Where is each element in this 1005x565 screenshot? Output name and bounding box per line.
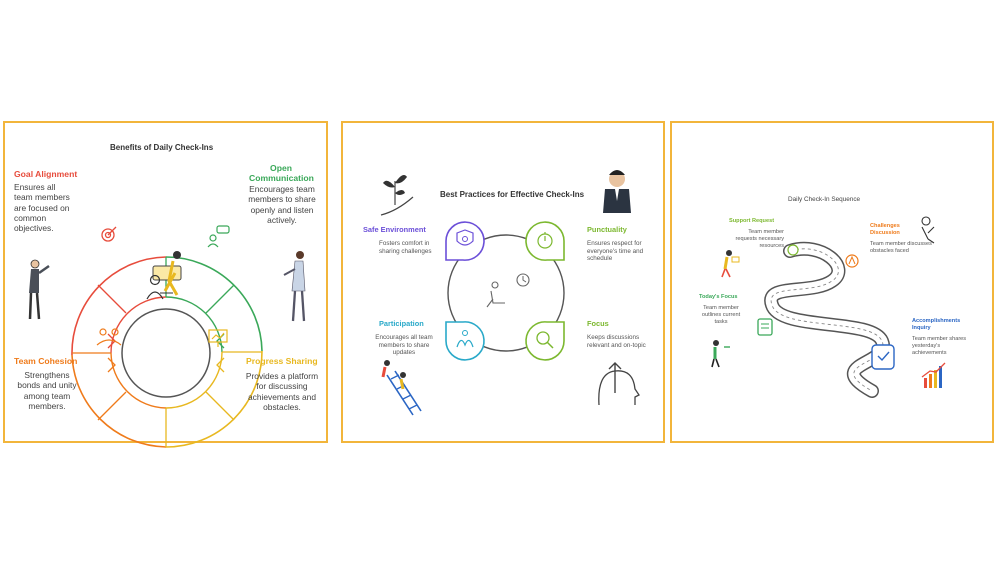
challenges-discussion-heading: Challenges Discussion (870, 223, 900, 236)
team-cohesion-text: Strengthens bonds and unity among team m… (17, 370, 77, 411)
support-request-text: Team member requests necessary resources (735, 229, 784, 249)
benefits-diagram (71, 256, 263, 448)
challenges-discussion-text: Team member discusses obstacles faced (870, 241, 932, 254)
team-meeting-illustration (146, 251, 182, 300)
businessman-left-illustration (28, 259, 50, 320)
goal-alignment-text: Ensures all team members are focused on … (14, 182, 70, 233)
progress-sharing-text: Provides a platform for discussing achie… (245, 371, 319, 412)
progress-sharing-heading: Progress Sharing (246, 356, 318, 366)
accomplishments-marker-icon (871, 344, 895, 370)
climbing-ladder-illustration (381, 360, 422, 416)
goal-alignment-heading: Goal Alignment (14, 169, 78, 179)
stopwatch-icon (537, 232, 553, 249)
team-cohesion-heading: Team Cohesion (14, 356, 78, 366)
handshake-icon (96, 328, 122, 346)
head-arrow-illustration (598, 362, 640, 406)
punctuality-heading: Punctuality (587, 225, 627, 234)
sequence-panel: Daily Check-In Sequence Support Request … (670, 121, 994, 443)
magnifier-icon (536, 331, 554, 349)
challenges-person-illustration (921, 216, 935, 244)
participation-text: Encourages all team members to share upd… (375, 334, 433, 357)
accomplishments-inquiry-heading: Accomplishments Inquiry (912, 318, 961, 331)
safe-environment-text: Fosters comfort in sharing challenges (379, 240, 432, 255)
open-communication-heading: Open Communication (249, 163, 314, 184)
best-practices-title: Best Practices for Effective Check-Ins (440, 190, 585, 199)
participation-heading: Participation (379, 319, 424, 328)
hands-icon (456, 330, 474, 348)
support-person-illustration (721, 250, 740, 278)
challenges-marker-icon (845, 254, 859, 268)
focus-heading: Focus (587, 319, 609, 328)
benefits-title: Benefits of Daily Check-Ins (110, 143, 214, 152)
growth-chart-illustration (921, 362, 946, 388)
benefits-panel: Benefits of Daily Check-Ins Goal Alignme… (3, 121, 328, 448)
chat-icon (207, 225, 230, 248)
support-request-heading: Support Request (729, 218, 775, 224)
businessman-illustration (603, 170, 631, 213)
focus-text: Keeps discussions relevant and on-topic (587, 334, 646, 349)
today-person-illustration (711, 340, 730, 368)
todays-focus-heading: Today's Focus (699, 294, 738, 300)
punctuality-text: Ensures respect for everyone's time and … (587, 240, 644, 263)
businesswoman-right-illustration (283, 251, 306, 322)
open-communication-text: Encourages team members to share openly … (248, 184, 316, 225)
support-marker-icon (787, 244, 799, 256)
sequence-title: Daily Check-In Sequence (788, 196, 861, 203)
accomplishments-inquiry-text: Team member shares yesterday's achieveme… (912, 336, 967, 356)
todays-focus-text: Team member outlines current tasks (701, 305, 741, 325)
today-marker-icon (757, 318, 773, 336)
best-practices-panel: Best Practices for Effective Check-Ins S… (341, 121, 665, 443)
winding-road (764, 242, 890, 398)
presentation-icon (208, 329, 228, 347)
plant-hand-illustration (380, 175, 414, 216)
shield-icon (456, 229, 474, 246)
person-clock-icon (486, 273, 530, 308)
safe-environment-heading: Safe Environment (363, 225, 426, 234)
target-icon (101, 226, 117, 242)
